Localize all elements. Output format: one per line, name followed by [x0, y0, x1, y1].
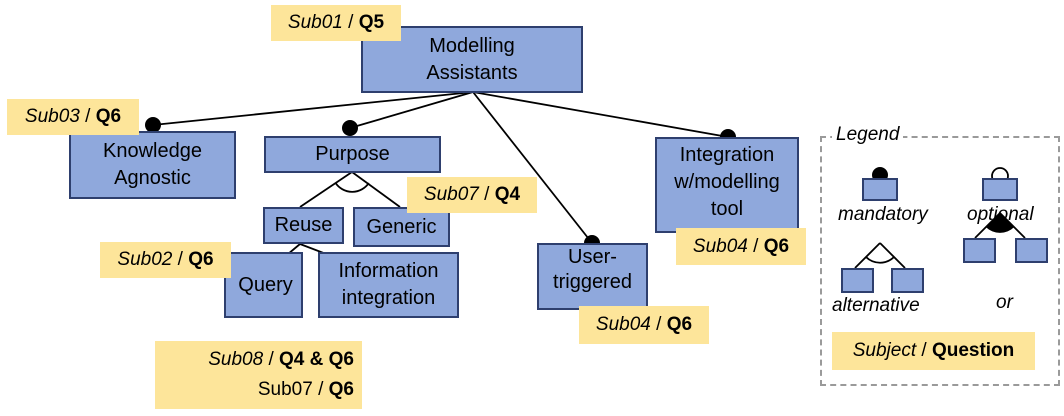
legend-or-fill [985, 213, 1015, 233]
legend-title: Legend [832, 124, 904, 146]
tag-separator: / [478, 184, 495, 205]
tag-integration: Sub04 / Q6 [676, 228, 806, 265]
tag-knowledge: Sub03 / Q6 [7, 99, 139, 135]
node-label: Integration w/modelling tool [674, 143, 780, 220]
tag-information-integration: Sub08 / Q4 & Q6 Sub07 / Q6 [155, 341, 362, 409]
tag-subject: Sub01 [287, 12, 343, 33]
tag-question: Q4 & Q6 [279, 349, 354, 370]
node-integration-modelling-tool: Integration w/modelling tool [655, 137, 799, 233]
node-query: Query [224, 252, 303, 318]
tag-separator: / [263, 349, 280, 370]
legend-alternative-box-right [891, 268, 924, 293]
tag-subject: Sub04 [692, 235, 748, 257]
edge-root-knowledge [152, 91, 474, 126]
node-label: Knowledge Agnostic [103, 140, 202, 189]
node-generic: Generic [353, 207, 450, 247]
node-user-triggered: User-triggered [537, 243, 648, 310]
tag-question: Q5 [358, 12, 385, 33]
tag-question: Q6 [328, 379, 354, 400]
legend-mandatory-box [862, 178, 898, 201]
legend-frame [820, 136, 1060, 386]
edge-root-user [472, 91, 593, 244]
edge-purpose-generic [351, 171, 401, 208]
mandatory-marker-purpose [342, 120, 358, 136]
node-label: Information integration [338, 260, 439, 309]
tag-separator: / [747, 235, 764, 257]
tag-separator: / [79, 106, 96, 127]
tag-line: Sub07 / Q6 [258, 375, 354, 405]
node-reuse: Reuse [263, 207, 344, 244]
legend-key-question: Question [931, 340, 1015, 361]
legend-mandatory-label: mandatory [838, 204, 928, 225]
legend-optional-label: optional [967, 204, 1034, 225]
tag-question: Q6 [763, 235, 790, 257]
tag-subject: Sub07 [423, 184, 479, 205]
node-label: Query [238, 273, 293, 296]
legend-key-separator: / [916, 340, 932, 361]
legend-key-subject: Subject [852, 340, 917, 361]
tag-subject: Sub02 [117, 249, 173, 270]
legend-or-box-left [963, 238, 996, 263]
tag-subject: Sub03 [24, 106, 80, 127]
tag-query: Sub02 / Q6 [100, 242, 231, 278]
tag-root: Sub01 / Q5 [271, 5, 401, 41]
alternative-arc [334, 182, 370, 193]
tag-subject: Sub07 [257, 379, 313, 400]
tag-question: Q6 [95, 106, 122, 127]
tag-question: Q4 [494, 184, 521, 205]
tag-question: Q6 [188, 249, 214, 270]
edge-root-integration [472, 91, 729, 138]
node-label: Reuse [274, 214, 333, 236]
legend-or-box-right [1015, 238, 1048, 263]
tag-separator: / [312, 379, 329, 400]
tag-separator: / [342, 12, 359, 33]
node-label: Purpose [315, 143, 390, 165]
legend-alternative-box-left [841, 268, 874, 293]
node-purpose: Purpose [264, 136, 441, 173]
tag-question: Q6 [666, 314, 693, 335]
edge-purpose-reuse [299, 171, 353, 208]
legend-key-tag: Subject / Question [832, 332, 1035, 370]
node-knowledge-agnostic: Knowledge Agnostic [69, 131, 236, 199]
legend-optional-box [982, 178, 1018, 201]
tag-separator: / [650, 314, 667, 335]
legend-alternative-label: alternative [832, 295, 920, 316]
tag-subject: Sub08 [208, 349, 264, 370]
legend-or-label: or [996, 292, 1013, 313]
node-label: Modelling Assistants [426, 34, 518, 84]
node-information-integration: Information integration [318, 252, 459, 318]
edge-root-purpose [349, 91, 474, 129]
tag-purpose: Sub07 / Q4 [407, 177, 537, 213]
tag-separator: / [172, 249, 189, 270]
mandatory-marker-knowledge [145, 117, 161, 133]
tag-subject: Sub04 [595, 314, 651, 335]
node-label: Generic [366, 215, 437, 238]
tag-user-triggered: Sub04 / Q6 [579, 306, 709, 344]
tag-line: Sub08 / Q4 & Q6 [208, 345, 354, 375]
legend-alternative-arc [865, 256, 895, 264]
node-label: User-triggered [553, 245, 632, 293]
